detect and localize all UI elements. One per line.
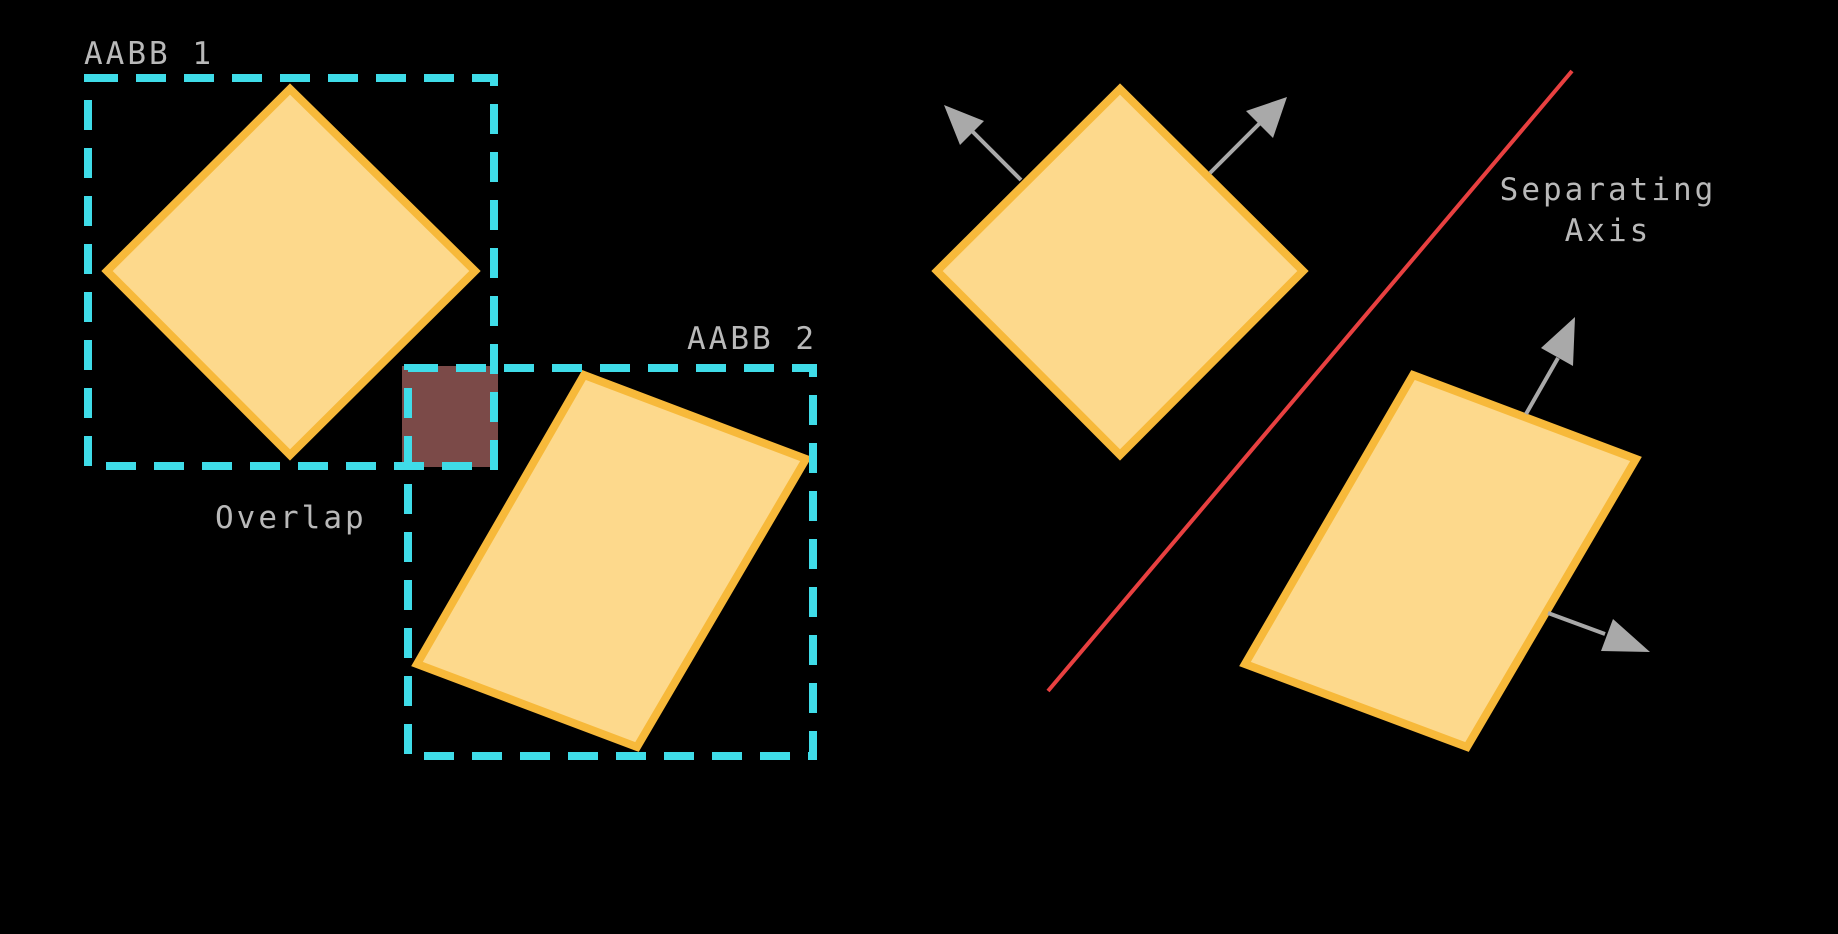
sat-panel: Separating Axis [931, 69, 1717, 752]
rotated-rect-shape-1 [411, 370, 812, 752]
aabb-1-box [84, 74, 498, 470]
separating-axis-line [1046, 69, 1574, 693]
aabb-2-label: AABB 2 [687, 321, 817, 357]
arrow-icon [944, 105, 1023, 182]
aabb-1-label: AABB 1 [84, 36, 214, 72]
aabb-2-box [404, 364, 817, 760]
aabb-panel: AABB 1 AABB 2 Overlap [84, 36, 817, 760]
arrow-icon [1208, 97, 1287, 175]
diamond-shape-2 [931, 83, 1309, 461]
separating-axis-label-line2: Axis [1565, 213, 1652, 249]
diamond-shape-1 [101, 83, 481, 461]
arrow-icon [1524, 317, 1575, 415]
overlap-label: Overlap [215, 500, 367, 536]
overlap-region [402, 366, 498, 467]
arrow-icon [1547, 611, 1650, 652]
separating-axis-label-line1: Separating [1500, 172, 1717, 208]
rotated-rect-shape-2 [1239, 370, 1642, 752]
